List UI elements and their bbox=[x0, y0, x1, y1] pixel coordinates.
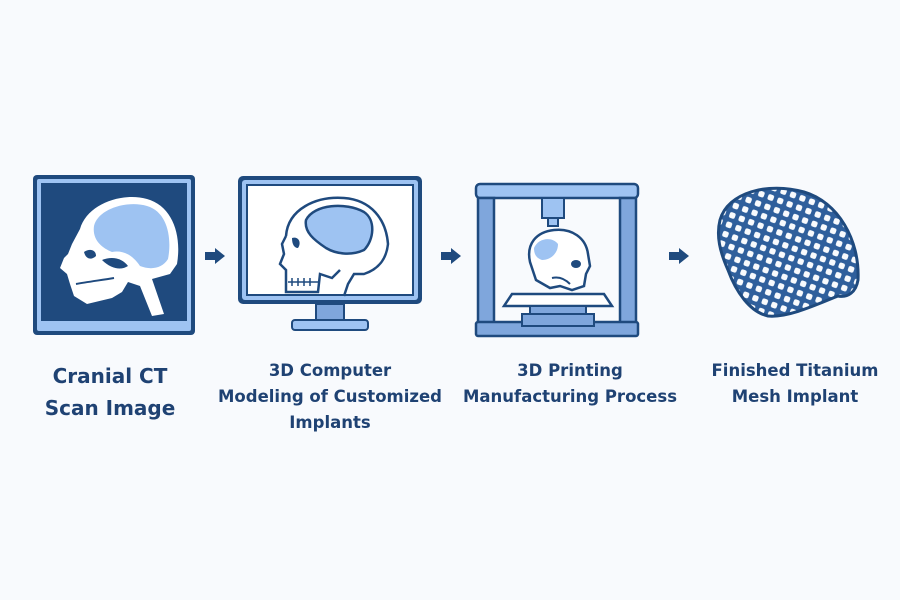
label-line: Manufacturing Process bbox=[462, 387, 678, 406]
step-label-computer-modeling: 3D Computer Modeling of Customized Impla… bbox=[210, 358, 450, 436]
label-line: 3D Computer bbox=[268, 361, 392, 380]
arrow-right-icon bbox=[441, 248, 461, 264]
3d-printer-skull-icon bbox=[474, 182, 640, 338]
arrow-right-icon bbox=[669, 248, 689, 264]
label-line: Mesh Implant bbox=[731, 387, 859, 406]
label-line: 3D Printing bbox=[517, 361, 623, 380]
step-label-3d-printing: 3D Printing Manufacturing Process bbox=[455, 358, 685, 410]
arrow-right-icon bbox=[205, 248, 225, 264]
titanium-mesh-implant-icon bbox=[716, 186, 860, 318]
step-label-ct-scan: Cranial CT Scan Image bbox=[20, 360, 200, 424]
computer-monitor-skull-model-icon bbox=[238, 176, 422, 331]
label-line: Modeling of Customized bbox=[218, 387, 442, 406]
ct-scan-skull-icon bbox=[33, 175, 195, 335]
label-line: Implants bbox=[289, 413, 371, 432]
step-label-mesh-implant: Finished Titanium Mesh Implant bbox=[700, 358, 890, 410]
label-line: Finished Titanium bbox=[711, 361, 879, 380]
label-line: Cranial CT bbox=[52, 364, 168, 388]
label-line: Scan Image bbox=[44, 396, 176, 420]
